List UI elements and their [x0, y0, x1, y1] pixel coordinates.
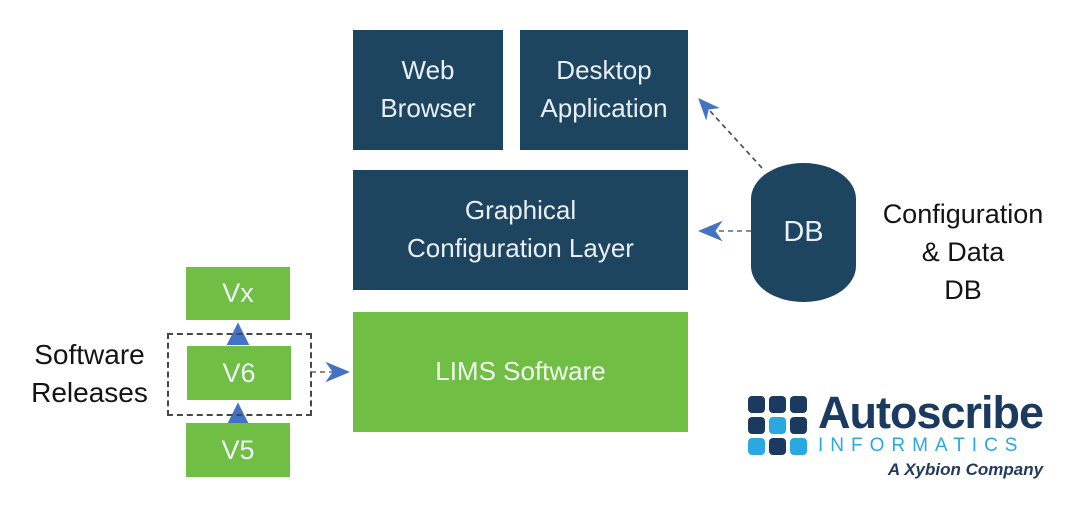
database-cylinder: DB [751, 163, 856, 302]
lims-software-box: LIMS Software [353, 312, 688, 432]
logo-subtitle: INFORMATICS [818, 435, 1025, 456]
software-releases-caption: Software Releases [31, 339, 148, 408]
web-browser-box: Web Browser [353, 30, 503, 150]
database-caption: Configuration & Data DB [870, 196, 1056, 309]
version-v6-label: V6 [222, 357, 256, 388]
database-caption-line1: Configuration [882, 199, 1044, 229]
lims-software-label: LIMS Software [435, 356, 606, 387]
desktop-application-label: Desktop Application [540, 55, 668, 123]
graphical-configuration-layer-box: Graphical Configuration Layer [353, 170, 688, 290]
arrow-db-to-desktop-application [698, 97, 763, 169]
version-box-vx: Vx [186, 267, 290, 320]
version-vx-label: Vx [222, 278, 254, 308]
web-browser-label: Web Browser [380, 55, 476, 123]
logo-company-name: Autoscribe [818, 387, 1044, 438]
current-release-highlight-frame [167, 333, 312, 416]
version-v5-label: V5 [221, 434, 255, 465]
graphical-configuration-layer-label: Graphical Configuration Layer [407, 195, 634, 263]
autoscribe-logo-text: Autoscribe INFORMATICS A Xybion Company [818, 387, 1044, 480]
logo-tagline: A Xybion Company [887, 459, 1044, 479]
version-box-v6: V6 [187, 346, 291, 400]
database-cylinder-label: DB [783, 216, 824, 248]
autoscribe-grid-icon [748, 396, 807, 455]
database-caption-line2: & Data [921, 236, 1005, 267]
autoscribe-logo: Autoscribe INFORMATICS A Xybion Company [748, 387, 1044, 480]
database-caption-line3: DB [944, 274, 982, 305]
version-box-v5: V5 [186, 423, 290, 477]
desktop-application-box: Desktop Application [520, 30, 688, 150]
